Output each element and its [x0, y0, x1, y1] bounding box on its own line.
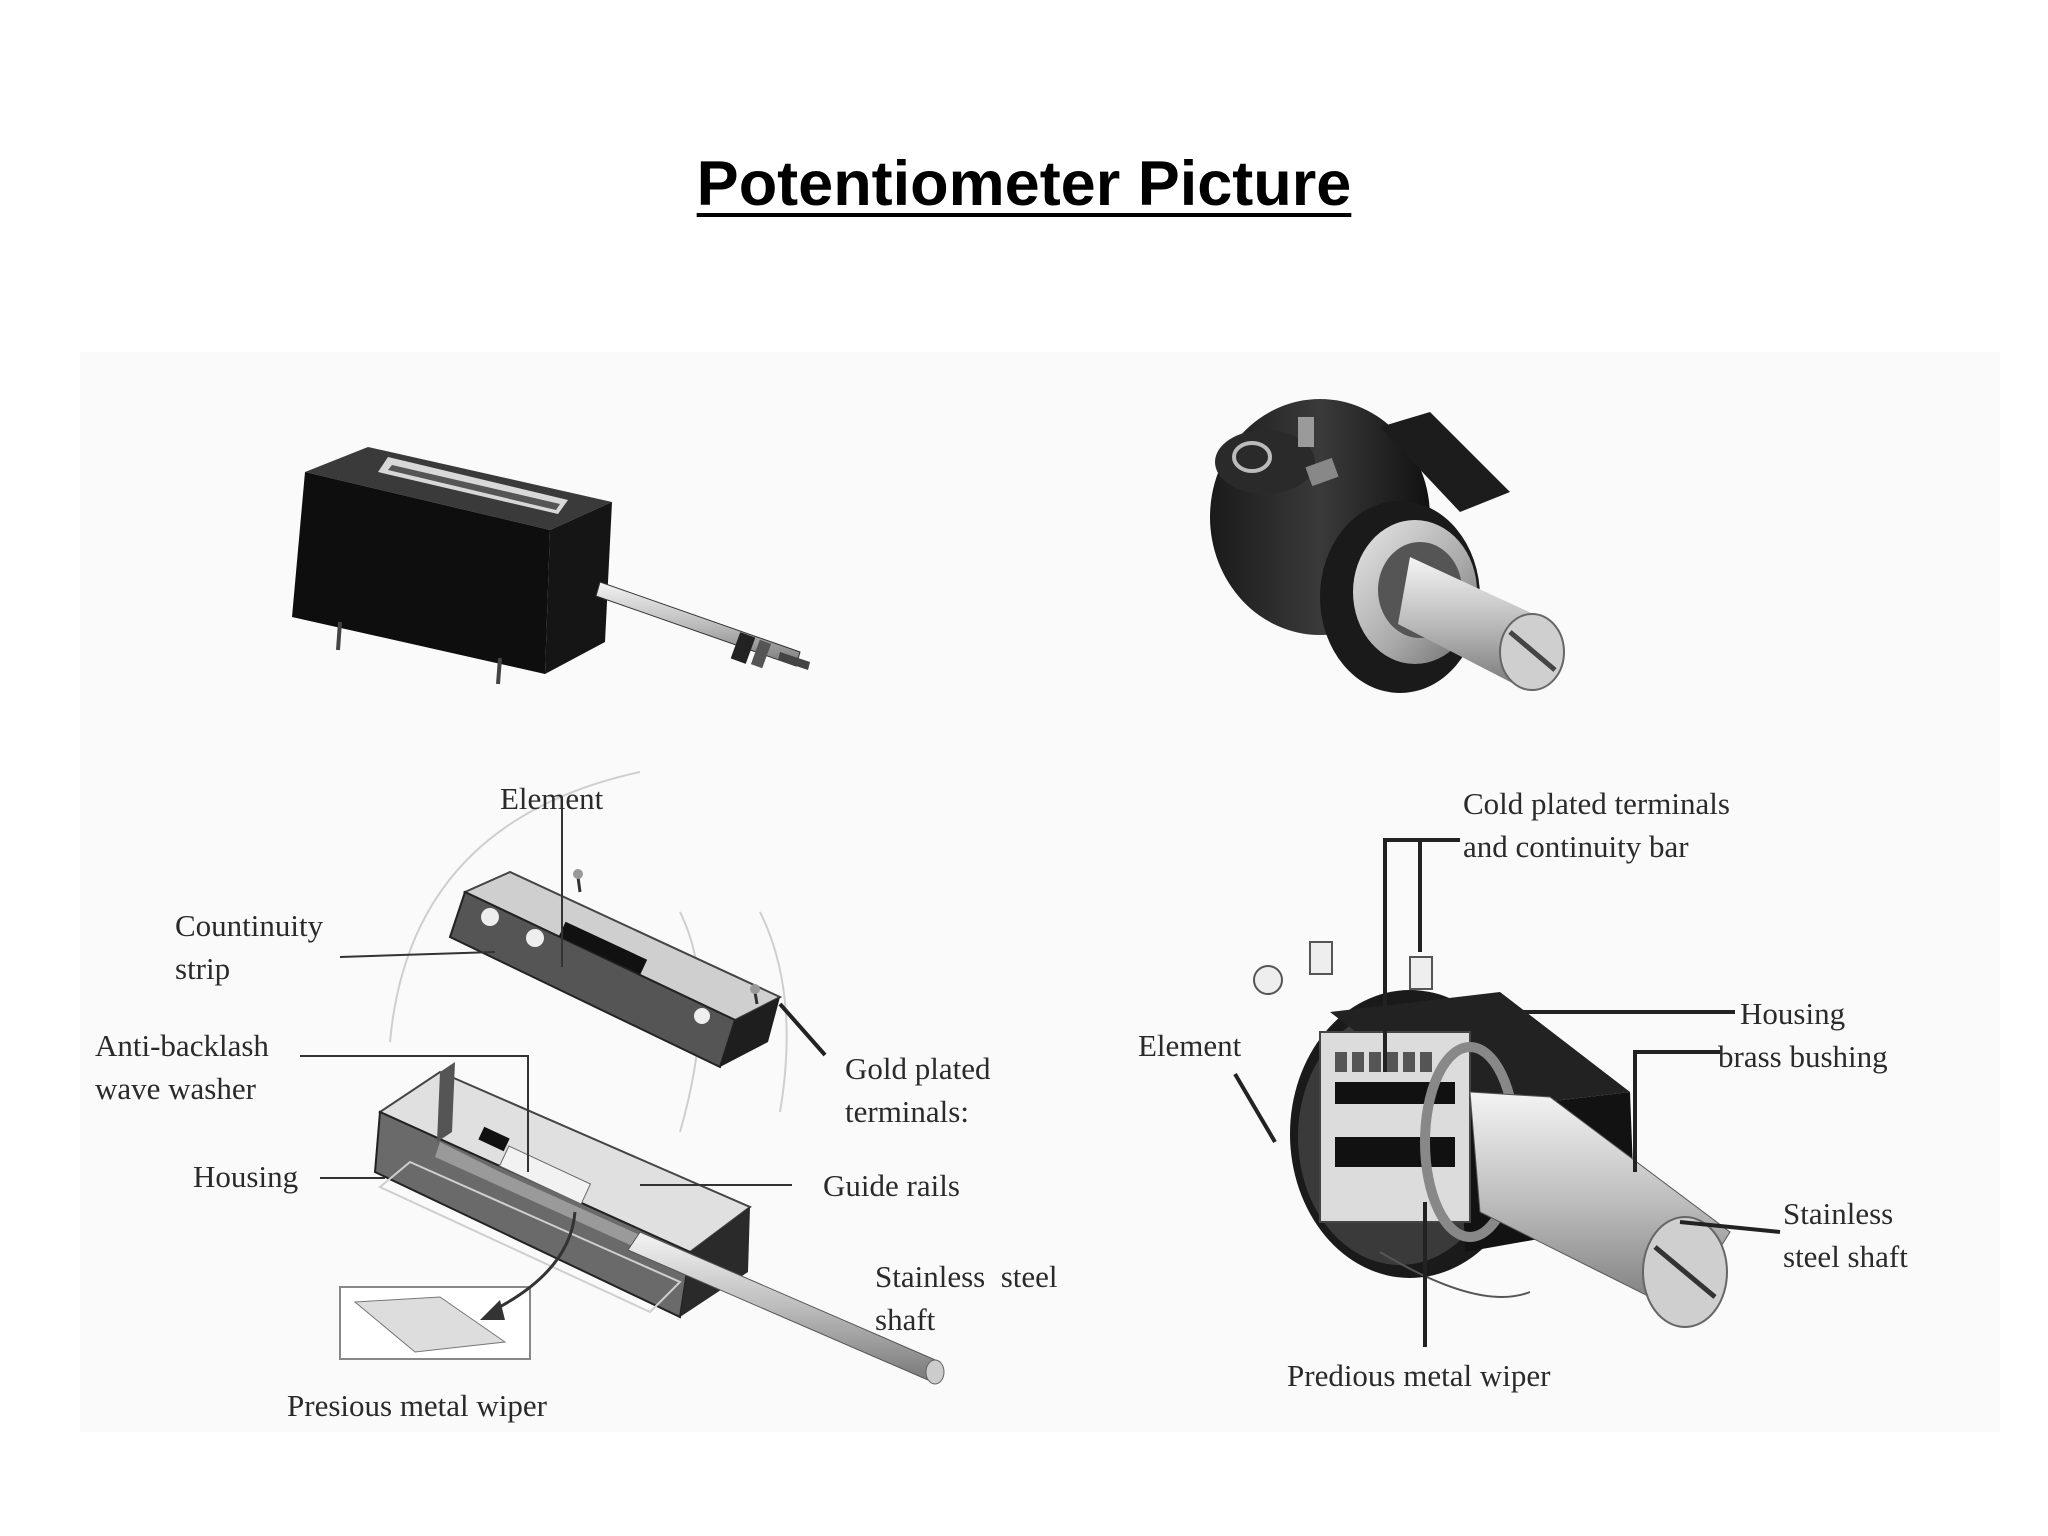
potentiometer-illustration: [80, 352, 2000, 1432]
rotary-cutaway-diagram: [1233, 838, 1781, 1347]
label-gold-terminals: Gold plated terminals:: [845, 1051, 991, 1129]
label-guide-rails: Guide rails: [823, 1168, 960, 1203]
label-continuity-strip: Countinuity strip: [175, 908, 324, 986]
potentiometer-figure: Element Countinuity strip Anti-backlash …: [80, 352, 2000, 1432]
label-shaft-rotary: Stainless steel shaft: [1783, 1196, 1908, 1274]
label-terminals-rotary: Cold plated terminals and continuity bar: [1463, 786, 1730, 864]
rotary-potentiometer-photo: [1210, 399, 1565, 693]
label-wiper-linear: Presious metal wiper: [287, 1388, 548, 1423]
linear-potentiometer-photo: [292, 447, 810, 685]
label-element-linear: Element: [500, 781, 604, 816]
linear-exploded-diagram: [300, 771, 945, 1385]
label-element-rotary: Element: [1138, 1028, 1242, 1063]
label-wiper-rotary: Predious metal wiper: [1287, 1358, 1551, 1393]
label-shaft-linear: Stainless steel shaft: [875, 1259, 1058, 1337]
page-title: Potentiometer Picture: [696, 149, 1352, 219]
label-housing-linear: Housing: [193, 1159, 299, 1194]
label-housing-rotary: Housing brass bushing: [1718, 996, 1888, 1074]
label-anti-backlash: Anti-backlash wave washer: [95, 1028, 269, 1106]
